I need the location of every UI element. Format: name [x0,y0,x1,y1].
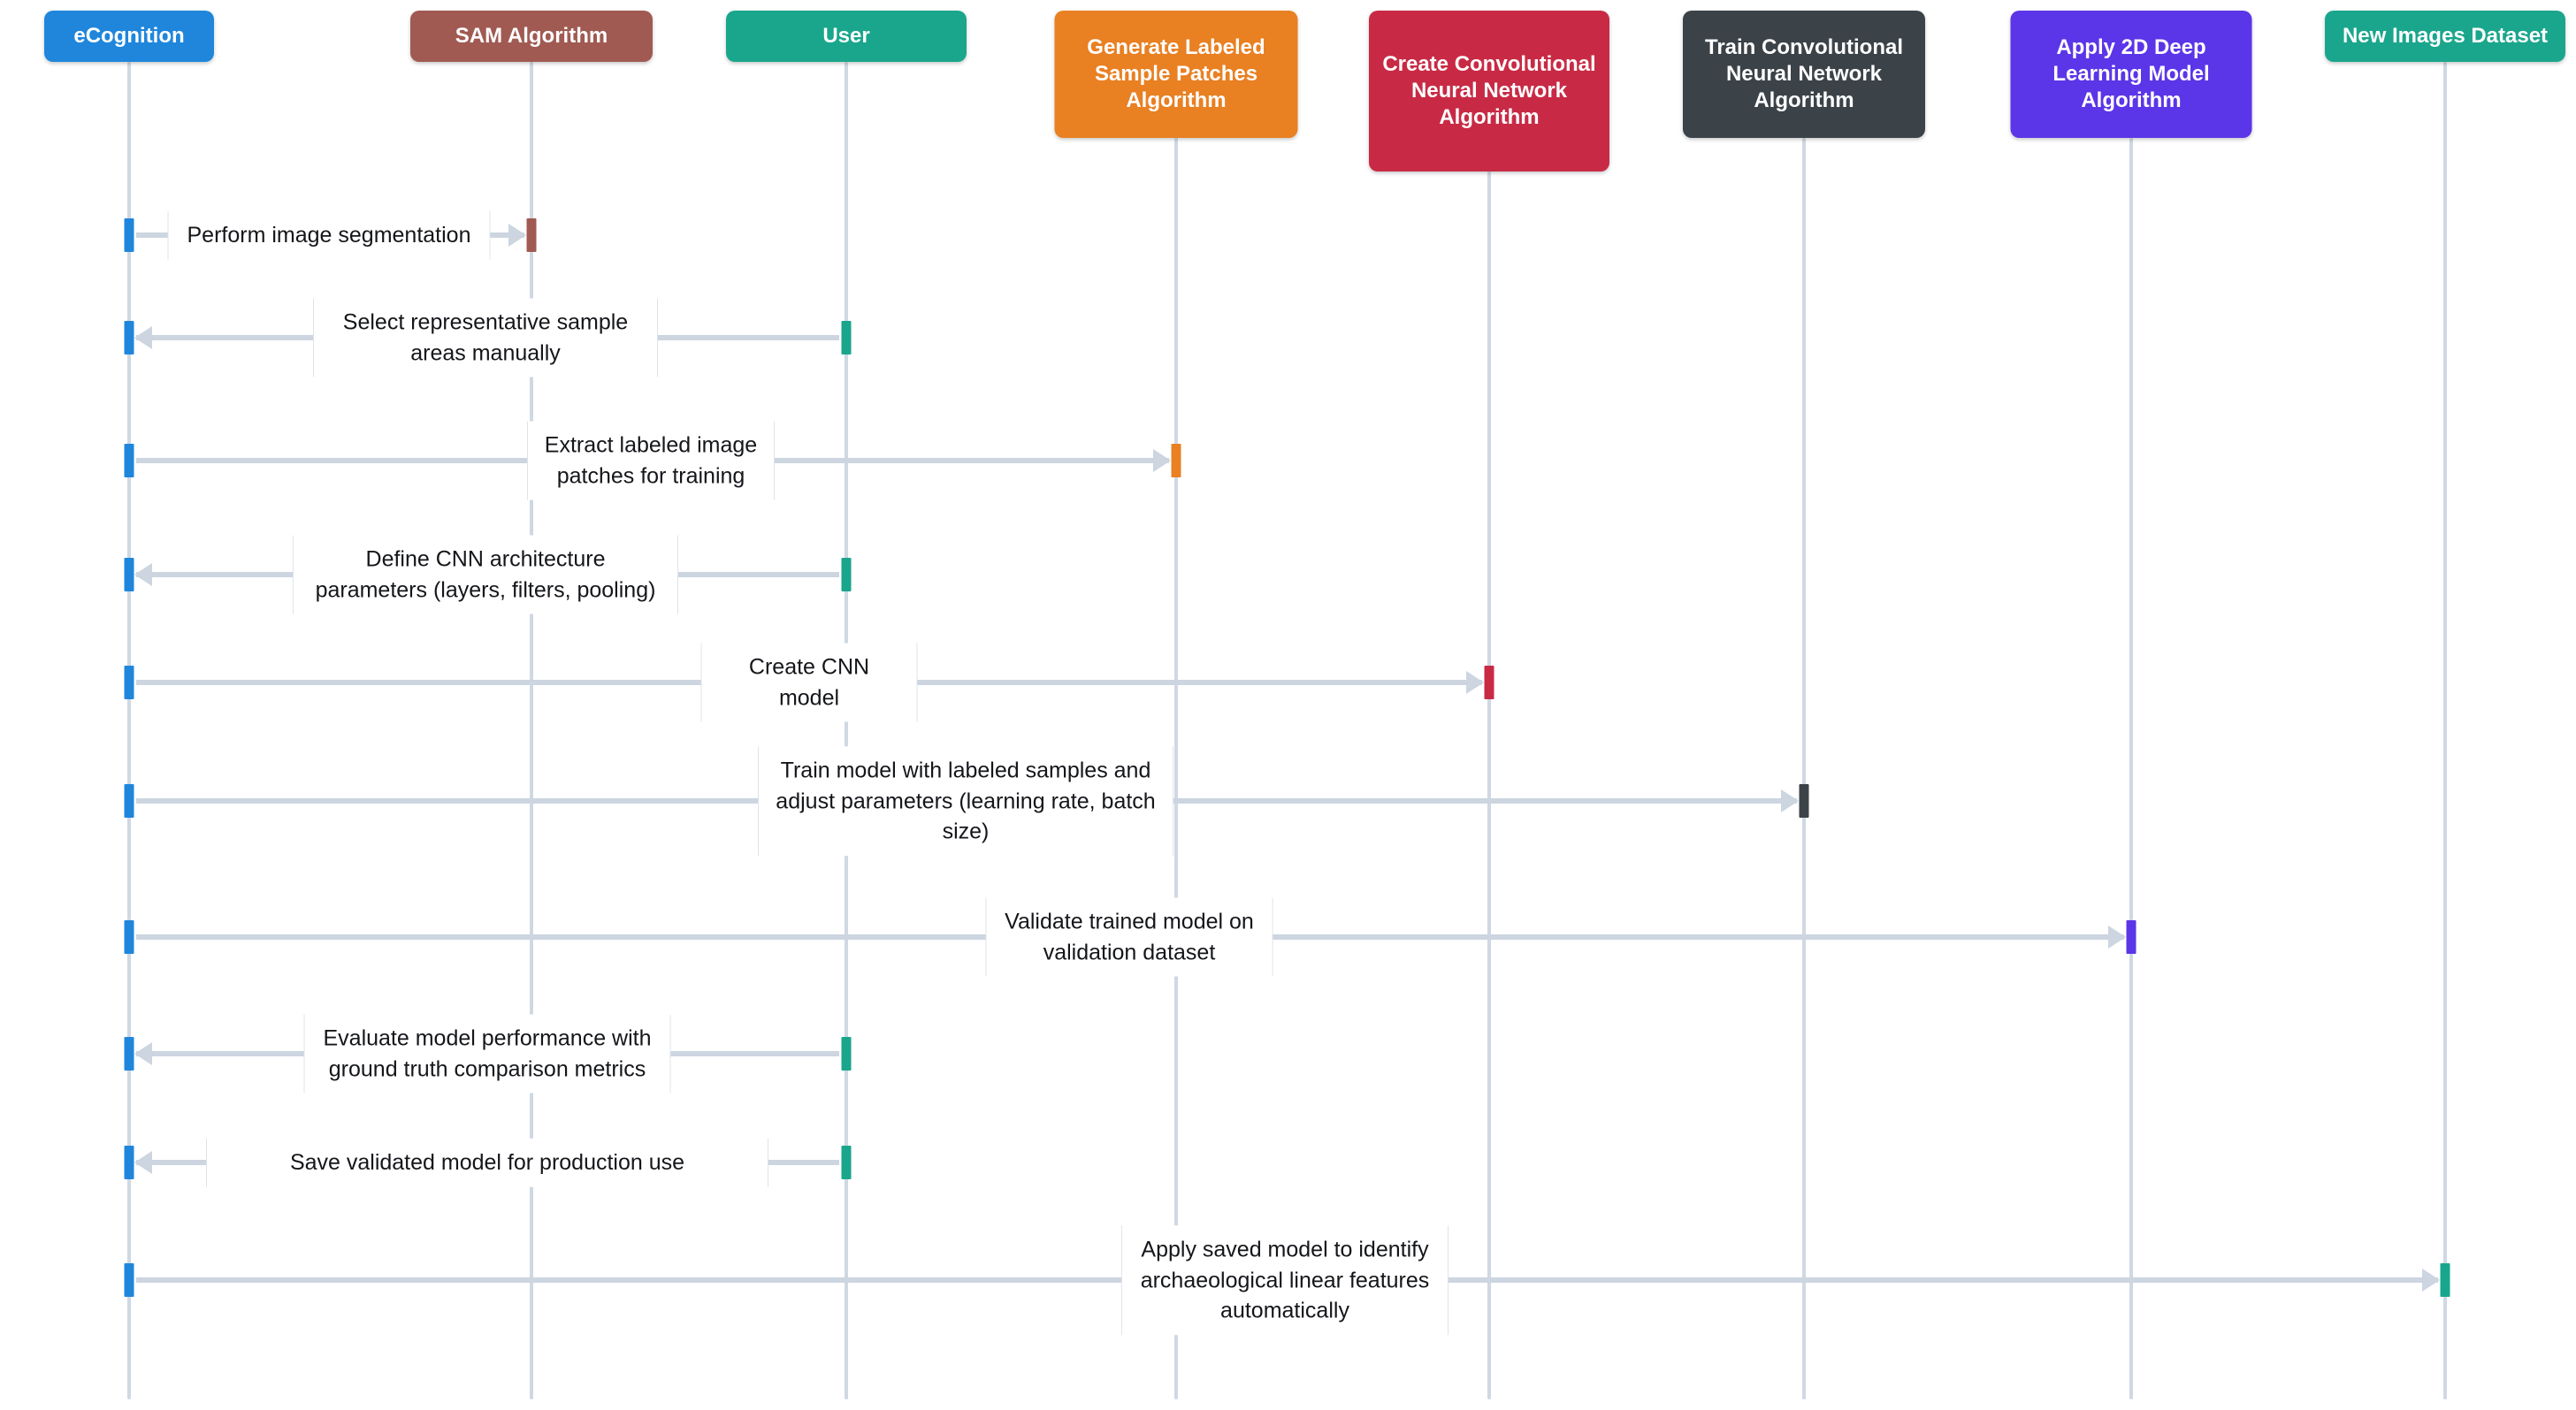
participant-label: Create Convolutional Neural Network Algo… [1382,52,1596,129]
participant-label: Apply 2D Deep Learning Model Algorithm [2052,35,2210,112]
participant-label: New Images Dataset [2342,24,2549,49]
activation-bar-user-9 [841,1146,852,1179]
activation-bar-ecognition-9 [124,1146,134,1179]
message-label-3: Extract labeled image patches for traini… [527,421,775,500]
participant-label: Generate Labeled Sample Patches Algorith… [1087,35,1265,112]
message-label-9: Save validated model for production use [206,1138,768,1187]
lifeline-user [845,62,848,1399]
activation-bar-traincnn-6 [1799,784,1809,818]
activation-bar-user-2 [841,321,852,354]
message-label-7: Validate trained model on validation dat… [985,897,1273,977]
participant-generate[interactable]: Generate Labeled Sample Patches Algorith… [1054,11,1298,138]
activation-bar-createcnn-5 [1484,666,1494,699]
arrow-head-1 [508,224,526,247]
message-label-1: Perform image segmentation [167,210,491,260]
activation-bar-ecognition-1 [124,218,134,252]
participant-traincnn[interactable]: Train Convolutional Neural Network Algor… [1683,11,1925,138]
participant-ecognition[interactable]: eCognition [44,11,214,62]
message-label-8: Evaluate model performance with ground t… [303,1014,671,1094]
activation-bar-newimages-10 [2440,1263,2450,1297]
participant-label: SAM Algorithm [455,24,608,49]
lifeline-traincnn [1802,138,1806,1399]
activation-bar-user-8 [841,1037,852,1071]
activation-bar-user-4 [841,558,852,591]
arrow-head-4 [134,563,152,586]
participant-label: Train Convolutional Neural Network Algor… [1704,35,1903,112]
participant-apply2d[interactable]: Apply 2D Deep Learning Model Algorithm [2010,11,2252,138]
message-label-2: Select representative sample areas manua… [313,298,658,377]
arrow-head-3 [1153,449,1171,472]
participant-createcnn[interactable]: Create Convolutional Neural Network Algo… [1369,11,1609,171]
activation-bar-generate-3 [1171,444,1181,477]
participant-label: eCognition [73,24,185,49]
activation-bar-sam-1 [526,218,537,252]
arrow-head-8 [134,1042,152,1065]
lifeline-createcnn [1487,171,1491,1399]
activation-bar-ecognition-5 [124,666,134,699]
activation-bar-ecognition-8 [124,1037,134,1071]
arrow-head-10 [2422,1269,2440,1292]
activation-bar-ecognition-10 [124,1263,134,1297]
participant-user[interactable]: User [726,11,967,62]
arrow-head-7 [2108,926,2126,949]
activation-bar-ecognition-6 [124,784,134,818]
lifeline-ecognition [127,62,131,1399]
message-label-10: Apply saved model to identify archaeolog… [1121,1225,1449,1335]
message-label-4: Define CNN architecture parameters (laye… [293,535,678,614]
activation-bar-ecognition-4 [124,558,134,591]
participant-label: User [822,24,870,49]
participant-newimages[interactable]: New Images Dataset [2325,11,2565,62]
activation-bar-apply2d-7 [2126,920,2136,954]
arrow-head-2 [134,326,152,349]
lifeline-sam [530,62,533,1399]
lifeline-generate [1174,138,1178,1399]
activation-bar-ecognition-3 [124,444,134,477]
arrow-head-6 [1781,789,1799,812]
message-label-6: Train model with labeled samples and adj… [758,746,1173,856]
participant-sam[interactable]: SAM Algorithm [410,11,653,62]
lifeline-newimages [2443,62,2447,1399]
message-label-5: Create CNN model [700,643,918,722]
activation-bar-ecognition-7 [124,920,134,954]
arrow-head-5 [1466,671,1484,694]
activation-bar-ecognition-2 [124,321,134,354]
arrow-head-9 [134,1151,152,1174]
lifeline-apply2d [2129,138,2133,1399]
